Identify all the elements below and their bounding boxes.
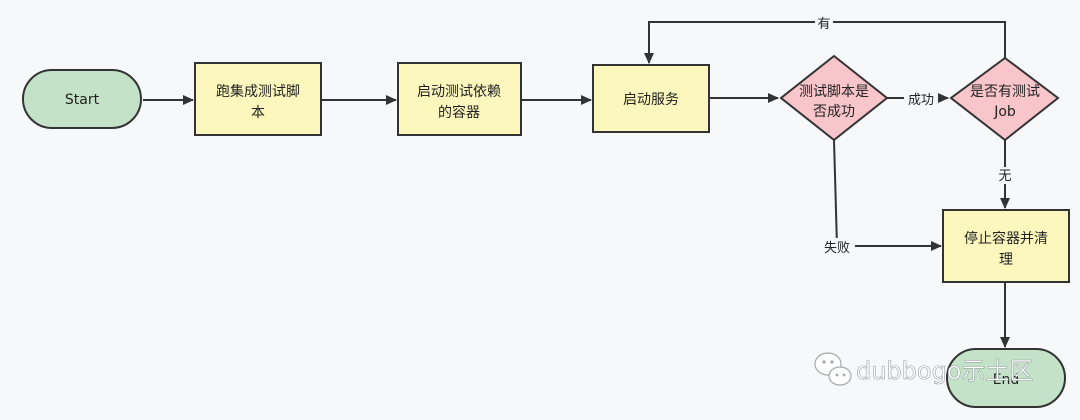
node-start-service: 启动服务 [592,64,710,133]
watermark: dubbogo示土区 [814,352,1034,386]
has-job-label-line2: Job [993,104,1016,120]
has-label-bg [815,15,833,31]
start-containers-label-line1: 启动测试依赖 [417,84,501,100]
run-script-label-line2: 本 [251,105,265,121]
script-success-label-line2: 否成功 [813,104,855,120]
node-start-containers: 启动测试依赖 的容器 [397,62,522,136]
fail-label-bg [819,238,855,256]
node-stop-cleanup: 停止容器并清 理 [942,209,1070,283]
has-job-label-line1: 是否有测试 [970,84,1040,100]
edge-label-none: 无 [998,169,1011,184]
start-service-box [592,64,710,133]
node-has-job-decision: 是否有测试 Job [949,56,1060,142]
start-containers-box [397,62,522,136]
start-containers-label-line2: 的容器 [438,104,480,121]
end-terminal-shape [946,348,1066,408]
node-end: End [946,348,1066,408]
node-start: Start [22,69,142,129]
edge-label-fail: 失败 [824,241,850,256]
start-service-label: 启动服务 [623,92,679,108]
node-run-script: 跑集成测试脚 本 [194,62,322,136]
end-label: End [993,372,1020,388]
edge-label-has: 有 [817,17,830,32]
edge-label-success: 成功 [908,93,934,108]
run-script-box [194,62,322,136]
script-success-label-line1: 测试脚本是 [799,84,869,100]
none-label-bg [996,167,1014,184]
success-label-bg [904,90,938,108]
run-script-label-line1: 跑集成测试脚 [216,83,300,100]
script-success-diamond [779,54,889,142]
watermark-text: dubbogo示土区 [856,357,1034,385]
stop-cleanup-label-line2: 理 [999,252,1013,268]
stop-cleanup-label-line1: 停止容器并清 [964,230,1048,247]
start-label: Start [65,92,100,108]
edge-fail-to-cleanup [833,139,942,251]
wechat-icon [814,352,852,386]
node-script-success-decision: 测试脚本是 否成功 [779,54,889,142]
start-terminal-shape [22,69,142,129]
stop-cleanup-box [942,209,1070,283]
has-job-diamond [949,56,1060,142]
edge-labels: 成功 有 无 失败 [815,15,1014,256]
